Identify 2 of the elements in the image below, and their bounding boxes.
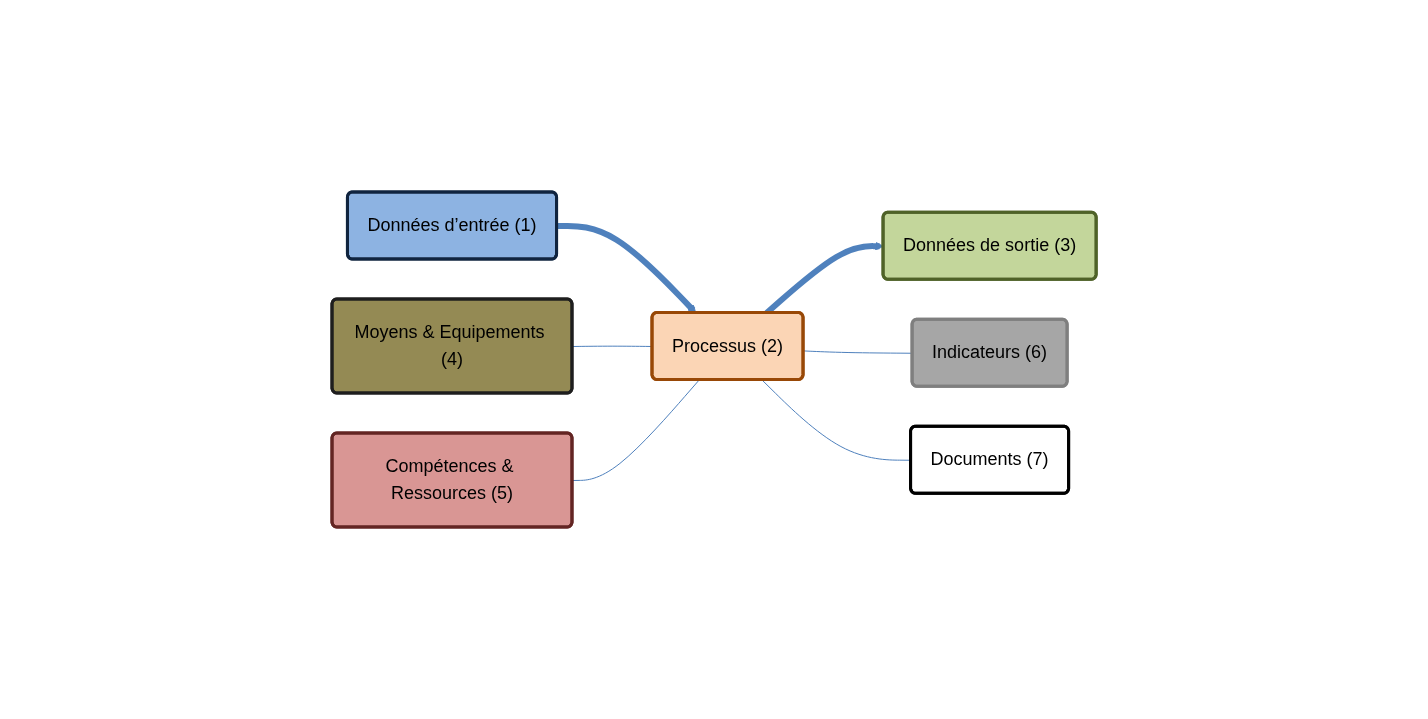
arrow bbox=[556, 222, 697, 314]
connector bbox=[571, 379, 700, 481]
